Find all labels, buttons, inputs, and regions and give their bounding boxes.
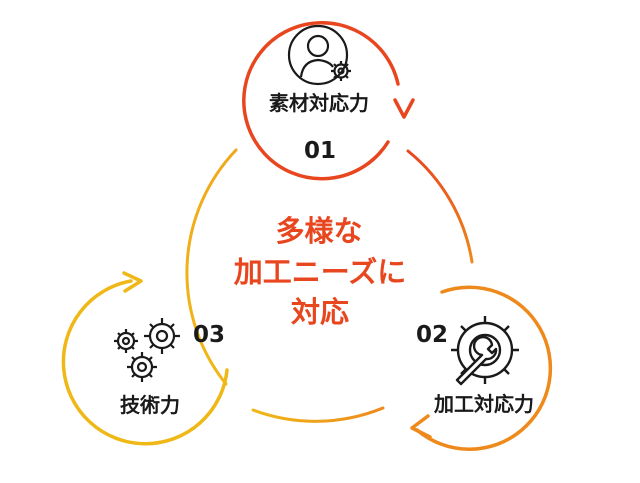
node-01-number: 01 xyxy=(304,138,336,164)
cycle-arc-right xyxy=(406,149,474,264)
center-message: 多様な 加工ニーズに 対応 xyxy=(234,214,407,329)
node-01-arrowhead xyxy=(393,98,415,119)
center-line-1: 多様な xyxy=(275,214,362,248)
node-03: 03 技術力 xyxy=(61,271,229,446)
cycle-arc-left xyxy=(185,148,238,386)
node-01-label: 素材対応力 xyxy=(269,91,369,115)
node-02-number: 02 xyxy=(416,322,448,348)
node-01-ring xyxy=(242,21,400,181)
node-03-arrowhead xyxy=(122,271,143,293)
center-line-3: 対応 xyxy=(291,295,349,329)
gears-icon xyxy=(114,318,180,382)
wrench-gear-icon xyxy=(451,316,519,386)
node-02-label: 加工対応力 xyxy=(433,392,534,416)
node-03-label: 技術力 xyxy=(120,393,180,417)
center-line-2: 加工ニーズに xyxy=(234,255,407,289)
cycle-arc-bottom xyxy=(251,406,385,423)
node-02: 02 加工対応力 xyxy=(410,285,553,451)
node-01: 素材対応力 01 xyxy=(242,21,415,181)
node-02-arrowhead xyxy=(410,414,432,439)
node-03-ring xyxy=(61,279,229,446)
person-gear-icon xyxy=(287,24,351,86)
node-03-number: 03 xyxy=(193,322,225,348)
node-02-ring xyxy=(415,285,553,451)
